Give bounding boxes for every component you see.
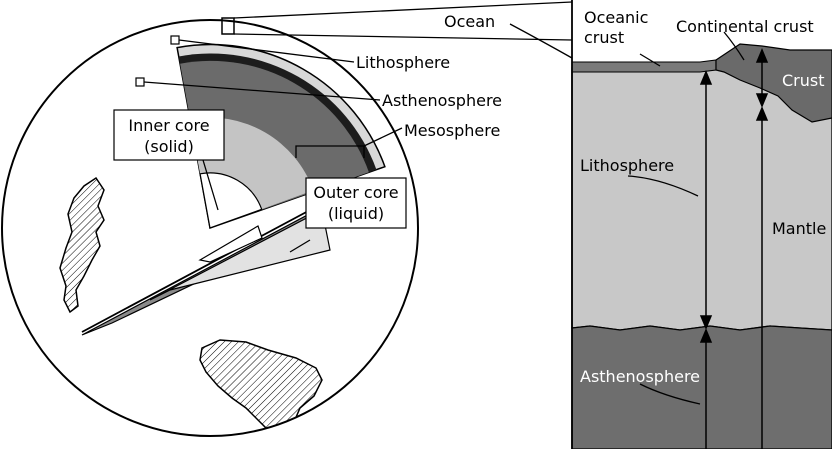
lithosphere-inner-marker	[171, 36, 179, 44]
globe-label-outer-core-line2: (liquid)	[328, 204, 384, 223]
section-label-ocean: Ocean	[444, 12, 495, 31]
section-oceanic-crust	[572, 60, 716, 72]
section-label-oceanic-crust-line1: Oceanic	[584, 8, 648, 27]
globe-label-mesosphere: Mesosphere	[404, 121, 500, 140]
globe-label-asthenosphere: Asthenosphere	[382, 91, 502, 110]
section-label-oceanic-crust-line2: crust	[584, 28, 624, 47]
globe-label-outer-core-line1: Outer core	[313, 183, 398, 202]
globe-label-inner-core-line1: Inner core	[128, 116, 209, 135]
section-label-lithosphere: Lithosphere	[580, 156, 674, 175]
section-label-crust: Crust	[782, 71, 825, 90]
globe-cutaway	[2, 18, 418, 444]
section-label-continental-crust: Continental crust	[676, 17, 814, 36]
section-asthenosphere	[572, 326, 832, 449]
section-label-mantle: Mantle	[772, 219, 826, 238]
globe-label-lithosphere: Lithosphere	[356, 53, 450, 72]
asthenosphere-marker	[136, 78, 144, 86]
globe-label-inner-core-line2: (solid)	[144, 137, 194, 156]
section-label-asthenosphere: Asthenosphere	[580, 367, 700, 386]
